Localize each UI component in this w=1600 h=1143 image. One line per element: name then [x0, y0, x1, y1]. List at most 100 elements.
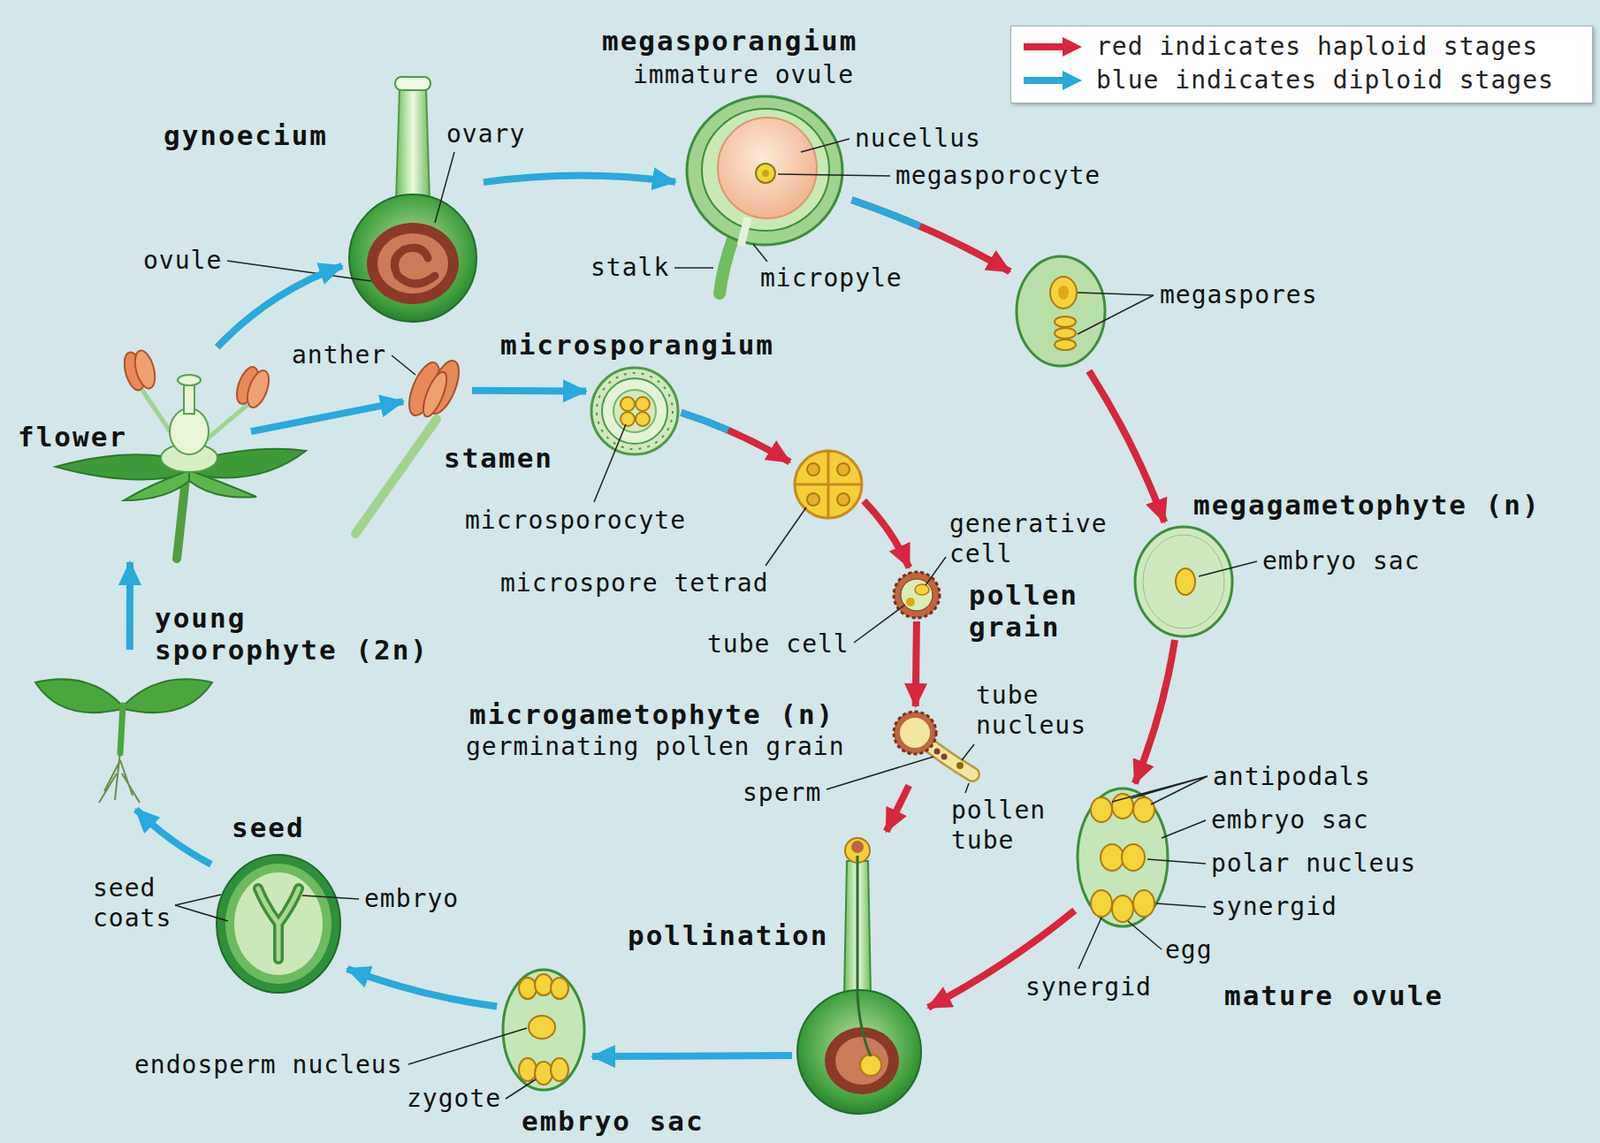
cycle-arrow	[1089, 371, 1165, 523]
cycle-arrow	[886, 785, 909, 832]
cycle-arrow	[915, 621, 917, 707]
cycle-arrow	[681, 412, 791, 463]
cycle-arrow	[136, 809, 212, 865]
pollen-grain-drawing	[893, 571, 940, 618]
leader-line	[227, 260, 372, 282]
mature-ovule-drawing	[1090, 890, 1113, 917]
microsporangium-drawing	[620, 411, 635, 427]
cycle-arrow	[592, 1055, 793, 1057]
seed-drawing	[216, 854, 341, 993]
seedling-drawing	[120, 705, 123, 754]
legend-row: blue indicates diploid stages	[1021, 65, 1555, 96]
germinating-pollen-drawing	[941, 754, 948, 761]
mature-ovule-drawing	[1077, 788, 1168, 927]
cycle-arrow	[136, 809, 212, 865]
embryo-sac-drawing	[518, 977, 537, 999]
cycle-arrow	[863, 501, 909, 569]
leader-line	[1161, 820, 1206, 839]
cycle-arrow	[852, 199, 1011, 272]
stage-title: flower	[17, 420, 128, 453]
pollen-grain-drawing	[914, 584, 930, 595]
legend-swatch	[1023, 37, 1082, 57]
stage-title: pollen grain	[968, 579, 1093, 643]
tetrad-drawing	[807, 493, 820, 506]
part-label: ovule	[143, 245, 222, 276]
leader-line	[175, 138, 1258, 1099]
cycle-arrow	[863, 501, 909, 569]
stage-node: microgametophyte (n)germinating pollen g…	[892, 711, 977, 783]
legend-box: red indicates haploid stagesblue indicat…	[1010, 25, 1593, 104]
cycle-arrow	[915, 621, 917, 707]
flower-drawing	[183, 381, 195, 414]
microsporangium-drawing	[591, 367, 679, 455]
stage-label: immature ovule	[632, 60, 854, 91]
leader-line	[1127, 921, 1162, 950]
seedling-drawing	[35, 678, 213, 803]
stage-node: microsporangium	[591, 367, 679, 455]
stage-node: microspore tetrad	[794, 450, 862, 519]
cycle-arrow	[681, 412, 791, 463]
legend-text: blue indicates diploid stages	[1096, 65, 1555, 96]
cycle-arrow	[472, 389, 587, 392]
flower-drawing	[243, 367, 274, 411]
part-label: pollen tube	[951, 795, 1075, 856]
mature-ovule-drawing	[1133, 797, 1155, 823]
seedling-drawing	[35, 678, 122, 713]
gynoecium-drawing	[396, 88, 430, 202]
embryo-sac-drawing	[528, 1015, 556, 1039]
stamen-drawing	[355, 419, 437, 534]
leader-line	[925, 556, 946, 586]
leader-line	[175, 894, 229, 922]
microsporangium-drawing	[635, 396, 650, 412]
gynoecium-drawing	[377, 233, 449, 294]
part-label: micropyle	[760, 263, 903, 294]
germinating-pollen-drawing	[899, 717, 930, 748]
stage-title: young sporophyte (2n)	[154, 601, 440, 666]
megaspores-drawing	[1054, 327, 1076, 339]
tetrad-drawing	[837, 493, 850, 506]
stage-node: stamen	[408, 358, 469, 429]
leader-line	[1077, 292, 1154, 335]
part-label: endosperm nucleus	[134, 1050, 404, 1081]
cycle-arrow	[129, 562, 130, 650]
ovule-drawing	[740, 217, 748, 246]
leader-line	[674, 266, 714, 269]
cycle-arrow	[1135, 640, 1175, 784]
stage-node: seed	[213, 852, 343, 995]
ovule-drawing	[701, 108, 830, 231]
part-label: polar nucleus	[1211, 848, 1417, 879]
pollen-grain-drawing	[906, 597, 915, 607]
part-label: antipodals	[1212, 761, 1372, 793]
cycle-arrow	[1135, 640, 1175, 784]
gynoecium-drawing	[366, 222, 459, 305]
microsporangium-drawing	[596, 373, 673, 450]
microsporangium-drawing	[601, 378, 668, 444]
part-label: embryo	[364, 883, 459, 915]
tetrad-drawing	[807, 463, 820, 476]
stage-node: flower	[119, 349, 248, 557]
embryo-sac-drawing	[550, 977, 569, 999]
mature-ovule-drawing	[1077, 788, 1168, 927]
cycle-arrow	[681, 412, 791, 463]
pistil-drawing	[860, 1054, 882, 1076]
leader-line	[853, 604, 906, 643]
seed-drawing	[234, 872, 323, 976]
leader-line	[826, 756, 934, 790]
embryo-sac-drawing	[534, 974, 553, 996]
seedling-drawing	[123, 678, 213, 713]
stage-node: megagametophyte (n)	[1134, 526, 1234, 637]
megaspores-drawing	[1054, 339, 1076, 351]
part-label: seed coats	[92, 873, 191, 934]
tetrad-drawing	[794, 450, 862, 519]
cycle-arrow	[472, 387, 587, 396]
megagametophyte-drawing	[1135, 526, 1233, 637]
leader-line	[765, 507, 807, 566]
pollen-grain-drawing	[900, 579, 933, 611]
part-label: tube cell	[707, 629, 850, 660]
part-label: stalk	[590, 252, 670, 283]
pistil-drawing	[835, 1036, 889, 1085]
megagametophyte-drawing	[1142, 534, 1225, 629]
legend-swatch	[1023, 70, 1082, 91]
seedling-drawing	[99, 751, 140, 803]
megaspores-drawing	[1054, 316, 1076, 328]
